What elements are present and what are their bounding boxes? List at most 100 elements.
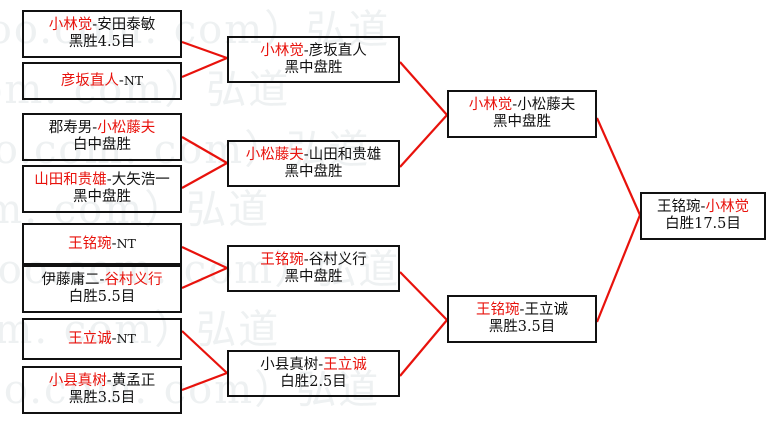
match-result: 黑胜4.5目 xyxy=(68,34,136,50)
name-separator: - xyxy=(303,146,309,163)
name-separator: - xyxy=(303,42,309,59)
player-left: 王立诚 xyxy=(68,330,112,347)
match-result: 黑中盘胜 xyxy=(73,189,131,205)
match-node-sf1[interactable]: 小林觉-小松藤夫 黑中盘胜 xyxy=(447,90,597,138)
player-left: 山田和贵雄 xyxy=(34,172,107,189)
match-pair: 小林觉-小松藤夫 xyxy=(469,97,575,114)
name-separator: - xyxy=(519,302,525,319)
name-separator: - xyxy=(118,72,124,89)
connector-r1m4-r2m2 xyxy=(181,162,228,189)
match-pair: 王铭琬-王立诚 xyxy=(476,302,568,319)
connector-r2m2-sf1 xyxy=(399,114,448,168)
player-left: 小县真树 xyxy=(260,356,319,373)
name-separator: - xyxy=(106,172,112,189)
player-left: 小林觉 xyxy=(468,97,513,114)
player-right: 安田泰敏 xyxy=(97,17,156,34)
match-result: 黑中盘胜 xyxy=(493,114,551,130)
match-result: 白胜17.5目 xyxy=(665,216,741,232)
name-separator: - xyxy=(106,373,112,390)
player-left: 郡寿男 xyxy=(48,120,93,137)
match-pair: 小松藤夫-山田和贵雄 xyxy=(246,147,381,164)
match-pair: 伊藤庸二-谷村义行 xyxy=(42,272,163,289)
player-left: 王铭琬 xyxy=(657,199,701,216)
match-node-r2m4[interactable]: 小县真树-王立诚 白胜2.5目 xyxy=(227,350,400,397)
match-pair: 彦坂直人-NT xyxy=(61,73,143,90)
match-node-final[interactable]: 王铭琬-小林觉 白胜17.5目 xyxy=(640,192,766,240)
player-right: NT xyxy=(116,330,136,346)
match-pair: 小林觉-安田泰敏 xyxy=(49,17,155,34)
match-node-r1m6[interactable]: 伊藤庸二-谷村义行 白胜5.5目 xyxy=(22,265,182,313)
match-node-r2m2[interactable]: 小松藤夫-山田和贵雄 黑中盘胜 xyxy=(227,140,400,187)
match-node-r2m3[interactable]: 王铭琬-谷村义行 黑中盘胜 xyxy=(227,245,400,292)
match-node-r1m8[interactable]: 小县真树-黄孟正 黑胜3.5目 xyxy=(22,366,182,414)
connector-sf2-final xyxy=(595,214,642,323)
player-left: 小林觉 xyxy=(48,17,93,34)
player-right: 小松藤夫 xyxy=(517,97,576,114)
name-separator: - xyxy=(99,272,105,289)
match-pair: 小县真树-王立诚 xyxy=(260,357,366,374)
connector-r1m7-r2m4 xyxy=(181,330,228,374)
name-separator: - xyxy=(700,199,706,216)
match-pair: 山田和贵雄-大矢浩一 xyxy=(34,172,169,189)
match-pair: 王铭琬-谷村义行 xyxy=(260,252,366,269)
match-pair: 王立诚-NT xyxy=(68,331,136,348)
player-left: 彦坂直人 xyxy=(60,72,119,89)
connector-r2m4-sf2 xyxy=(399,319,448,377)
name-separator: - xyxy=(318,356,324,373)
name-separator: - xyxy=(512,97,518,114)
match-result: 黑中盘胜 xyxy=(284,59,343,76)
connector-r1m6-r2m3 xyxy=(181,266,228,290)
match-pair: 小县真树-黄孟正 xyxy=(49,373,155,390)
player-right: 彦坂直人 xyxy=(308,42,367,59)
match-pair: 郡寿男-小松藤夫 xyxy=(49,120,155,137)
player-right: 大矢浩一 xyxy=(111,172,170,189)
player-right: 谷村义行 xyxy=(308,251,367,268)
player-left: 小林觉 xyxy=(260,42,304,59)
match-node-sf2[interactable]: 王铭琬-王立诚 黑胜3.5目 xyxy=(447,295,597,343)
match-result: 黑胜3.5目 xyxy=(68,390,136,406)
connector-r2m1-sf1 xyxy=(399,61,448,116)
match-result: 白胜5.5目 xyxy=(68,289,136,305)
player-right: NT xyxy=(123,72,144,88)
match-node-r1m3[interactable]: 郡寿男-小松藤夫 白中盘胜 xyxy=(22,113,182,161)
name-separator: - xyxy=(111,235,117,252)
player-left: 小县真树 xyxy=(48,373,107,390)
name-separator: - xyxy=(111,330,117,347)
player-left: 小松藤夫 xyxy=(245,146,304,163)
connector-r1m2-r2m1 xyxy=(181,56,228,79)
match-node-r1m5[interactable]: 王铭琬-NT xyxy=(22,223,182,265)
player-right: 王立诚 xyxy=(524,302,568,319)
match-node-r1m2[interactable]: 彦坂直人-NT xyxy=(22,62,182,100)
player-left: 王铭琬 xyxy=(68,235,112,252)
player-left: 王铭琬 xyxy=(476,302,520,319)
connector-r1m1-r2m1 xyxy=(181,40,228,60)
match-node-r1m1[interactable]: 小林觉-安田泰敏 黑胜4.5目 xyxy=(22,10,182,58)
player-left: 王铭琬 xyxy=(260,251,304,268)
connector-sf1-final xyxy=(595,117,642,216)
player-right: 山田和贵雄 xyxy=(308,146,382,163)
match-node-r1m4[interactable]: 山田和贵雄-大矢浩一 黑中盘胜 xyxy=(22,165,182,213)
match-node-r1m7[interactable]: 王立诚-NT xyxy=(22,318,182,360)
connector-r1m3-r2m2 xyxy=(181,136,228,164)
connector-r1m5-r2m3 xyxy=(181,246,228,269)
match-node-r2m1[interactable]: 小林觉-彦坂直人 黑中盘胜 xyxy=(227,36,400,83)
match-result: 黑中盘胜 xyxy=(284,163,343,180)
player-right: 小林觉 xyxy=(705,199,749,216)
match-result: 黑中盘胜 xyxy=(284,268,343,285)
match-result: 黑胜3.5目 xyxy=(488,319,556,335)
match-result: 白胜2.5目 xyxy=(280,373,347,390)
name-separator: - xyxy=(92,17,98,34)
player-right: 谷村义行 xyxy=(104,272,163,289)
name-separator: - xyxy=(92,120,98,137)
connector-r1m8-r2m4 xyxy=(181,371,228,392)
match-pair: 小林觉-彦坂直人 xyxy=(260,43,366,60)
match-pair: 王铭琬-NT xyxy=(68,236,136,253)
player-right: NT xyxy=(116,235,136,251)
player-right: 黄孟正 xyxy=(111,373,156,390)
match-result: 白中盘胜 xyxy=(73,137,131,153)
name-separator: - xyxy=(303,251,309,268)
player-right: 小松藤夫 xyxy=(97,120,156,137)
player-left: 伊藤庸二 xyxy=(41,272,100,289)
match-pair: 王铭琬-小林觉 xyxy=(657,199,749,216)
